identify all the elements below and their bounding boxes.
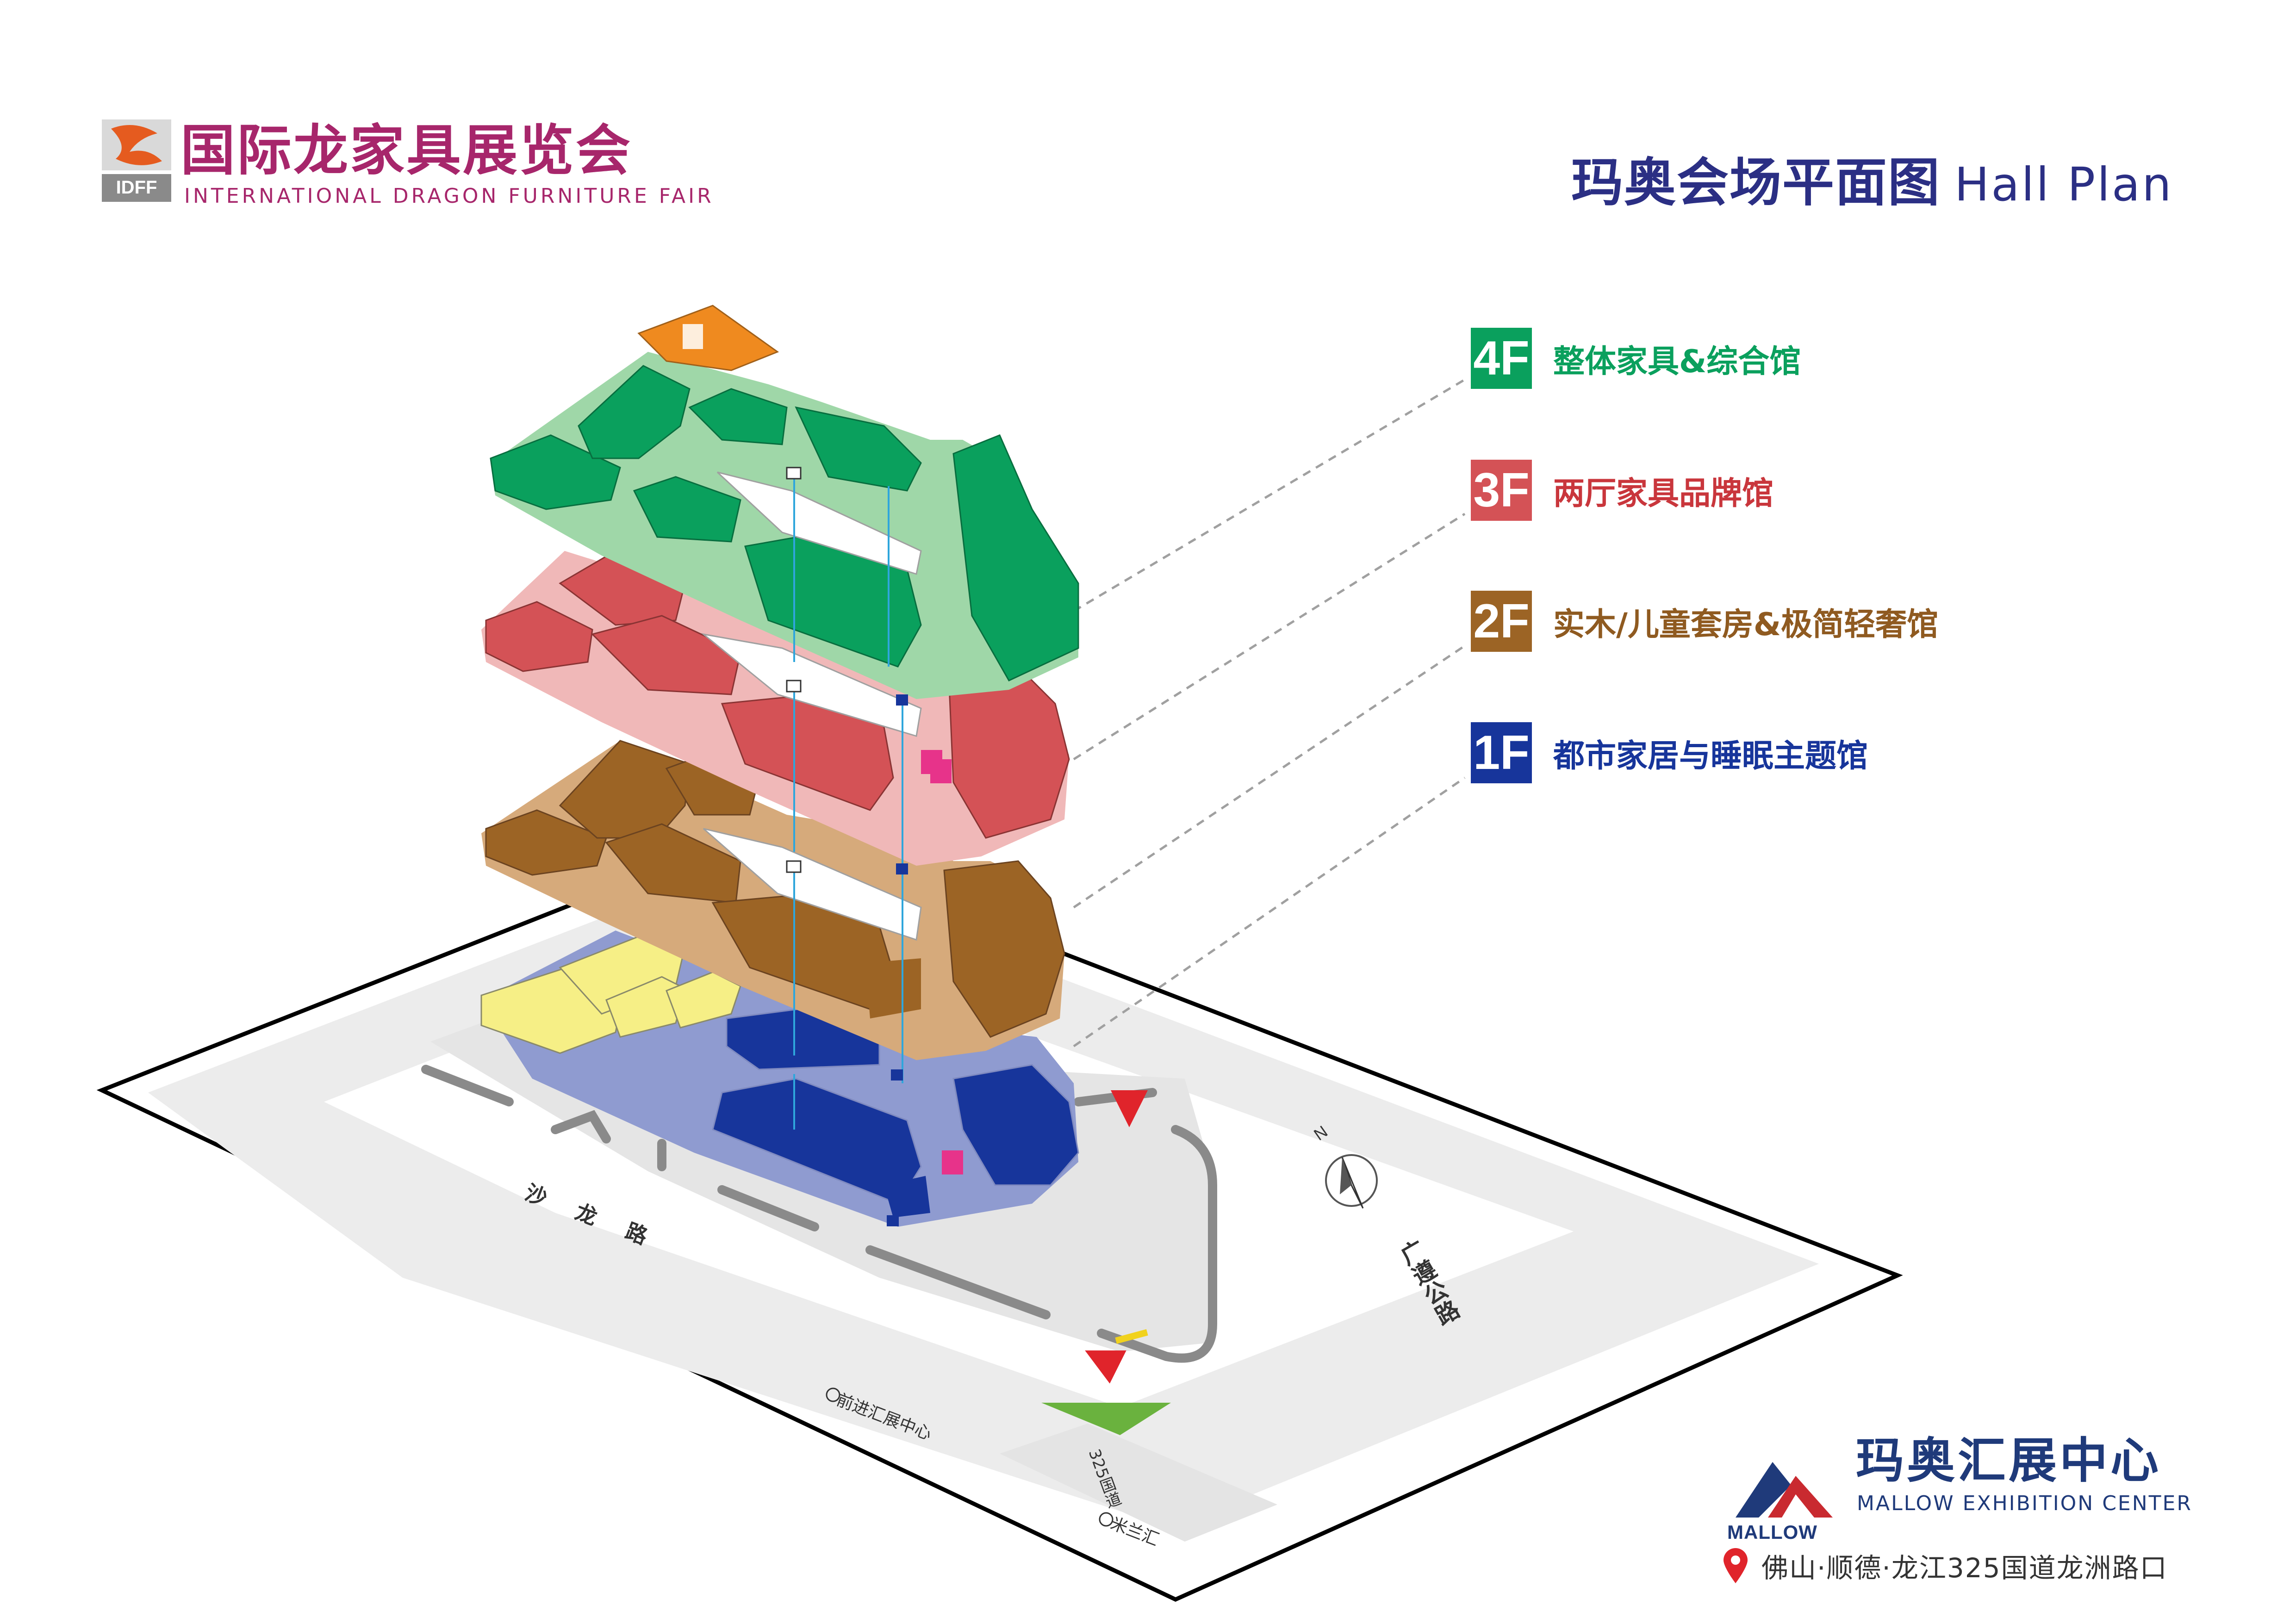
floor-label-2f: 实木/儿童套房&极简轻奢馆 [1553, 606, 1939, 643]
legend-item-2f[interactable]: 2F 实木/儿童套房&极简轻奢馆 [1471, 587, 1938, 656]
brand-name-cn: 国际龙家具展览会 [180, 119, 633, 182]
mallow-name-en: MALLOW EXHIBITION CENTER [1857, 1492, 2192, 1515]
landmark-markers [826, 1387, 1114, 1527]
venue-address: 佛山·顺德·龙江325国道龙洲路口 [1722, 1543, 2168, 1589]
floor-1-block [480, 931, 1079, 1227]
vertical-connectors [793, 477, 903, 1130]
escalator-icon [786, 467, 802, 873]
leader-lines [1073, 378, 1466, 1048]
service-desk-icon [930, 759, 963, 1174]
mallow-name-cn: 玛奥汇展中心 [1856, 1432, 2162, 1489]
legend-item-1f[interactable]: 1F 都市家居与睡眠主题馆 [1471, 718, 1868, 787]
floor-4-block [490, 305, 1079, 699]
floor-badge-1f: 1F [1471, 722, 1532, 783]
floor-label-3f: 两厅家具品牌馆 [1553, 475, 1774, 512]
arrow-icon [1085, 1090, 1148, 1384]
floor-badge-3f: 3F [1471, 460, 1532, 521]
location-pin-icon [1724, 1548, 1748, 1583]
mallow-logo-icon [1736, 1462, 1833, 1518]
elevator-icon [887, 694, 908, 1226]
mallow-brand: 玛奥汇展中心 MALLOW EXHIBITION CENTER MALLOW [1726, 1430, 2249, 1546]
idff-logo-abbr: IDFF [116, 177, 157, 198]
brand-name-en: INTERNATIONAL DRAGON FURNITURE FAIR [184, 184, 714, 208]
mallow-logo-word: MALLOW [1727, 1521, 1817, 1543]
floor-label-1f: 都市家居与睡眠主题馆 [1553, 737, 1868, 775]
road-325-branch [1000, 1424, 1277, 1542]
green-entrance-marker [1041, 1403, 1171, 1435]
idff-logo-icon: IDFF [102, 119, 171, 202]
floor-badge-2f: 2F [1471, 591, 1532, 652]
page-title-cn: 玛奥会场平面图 [1571, 153, 1941, 213]
floor-badge-4f: 4F [1471, 328, 1532, 389]
address-text: 佛山·顺德·龙江325国道龙洲路口 [1761, 1552, 2168, 1584]
floor-label-4f: 整体家具&综合馆 [1553, 343, 1801, 380]
gate-marker [1115, 1329, 1148, 1344]
page-title-en: Hall Plan [1954, 157, 2173, 212]
legend-item-4f[interactable]: 4F 整体家具&综合馆 [1471, 324, 1801, 393]
idff-brand: IDFF 国际龙家具展览会 INTERNATIONAL DRAGON FURNI… [102, 116, 711, 218]
fork-knife-icon [683, 324, 703, 349]
legend-item-3f[interactable]: 3F 两厅家具品牌馆 [1471, 456, 1773, 525]
